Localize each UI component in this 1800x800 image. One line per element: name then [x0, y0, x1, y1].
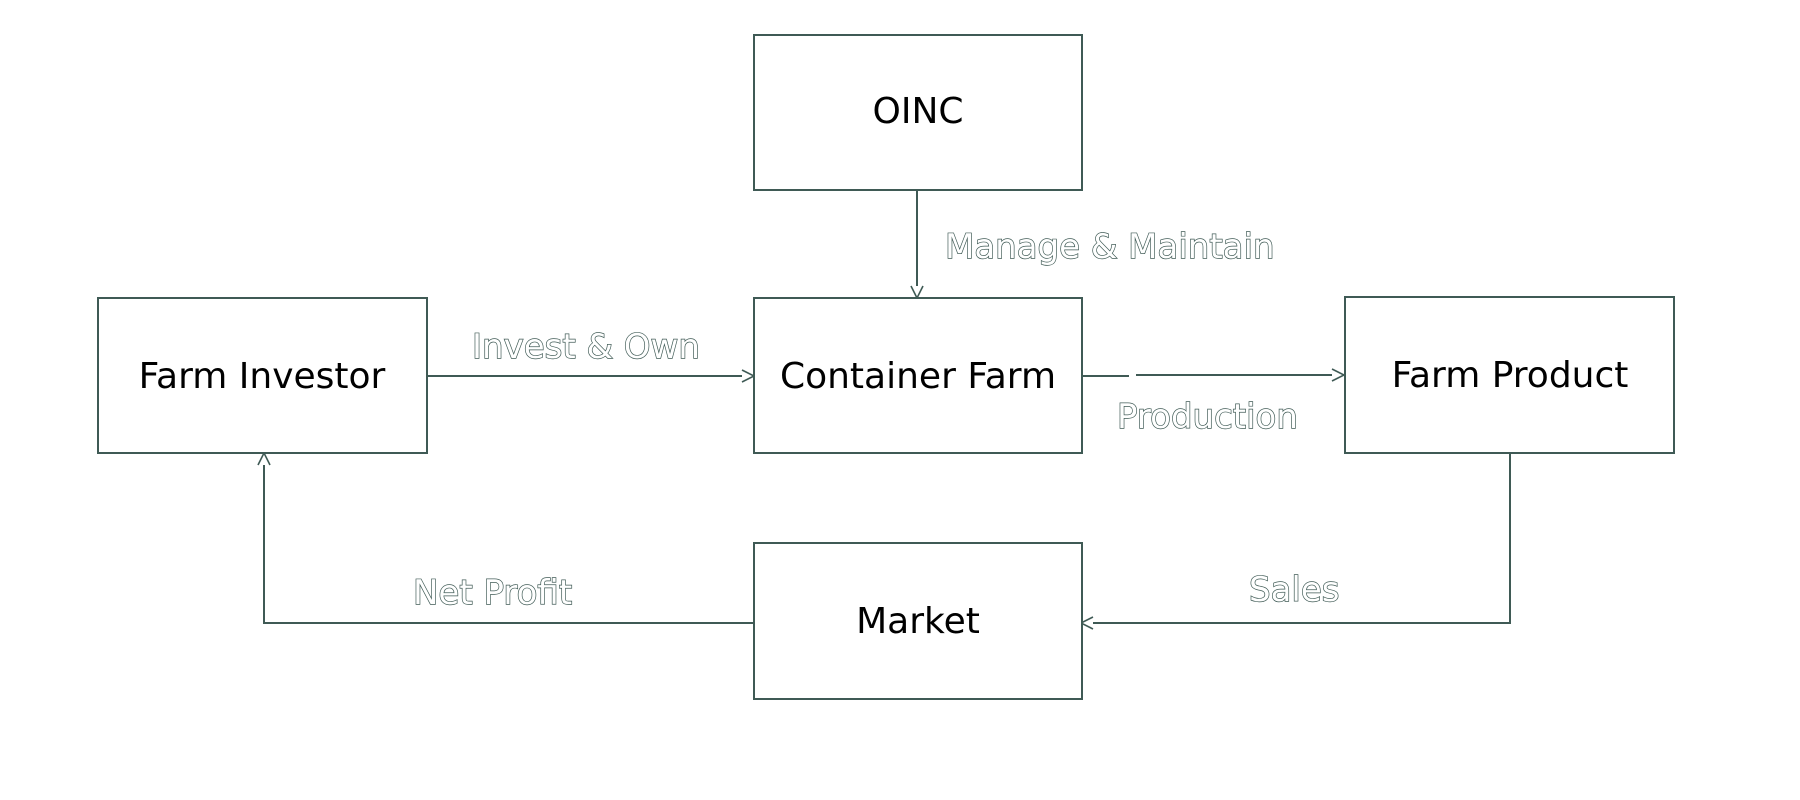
node-farm-investor: Farm Investor [97, 297, 428, 454]
edge-production: Production [1081, 375, 1344, 438]
node-container-farm-label: Container Farm [780, 356, 1056, 397]
edge-sales-line [1081, 453, 1511, 623]
edge-net-profit-line [264, 453, 754, 624]
node-oinc: OINC [753, 34, 1083, 191]
node-container-farm: Container Farm [753, 297, 1083, 454]
node-farm-product-label: Farm Product [1392, 355, 1629, 396]
edge-sales-label: Sales [1249, 570, 1340, 610]
node-farm-product: Farm Product [1344, 296, 1675, 454]
node-oinc-box [753, 34, 1083, 191]
edge-production-label: Production [1117, 397, 1298, 437]
edge-manage-maintain: Manage & Maintain [917, 188, 1275, 298]
node-market: Market [753, 542, 1083, 700]
edge-net-profit-label: Net Profit [413, 573, 572, 613]
edge-net-profit: Net Profit [264, 453, 754, 624]
edge-sales: Sales [1081, 453, 1511, 623]
node-farm-investor-box [97, 297, 428, 454]
node-container-farm-box [753, 297, 1083, 454]
node-market-label: Market [856, 601, 980, 642]
node-farm-investor-label: Farm Investor [139, 356, 386, 397]
node-market-box [753, 542, 1083, 700]
edge-manage-maintain-label: Manage & Maintain [945, 227, 1275, 267]
node-oinc-label: OINC [872, 91, 963, 132]
edge-invest-own: Invest & Own [427, 326, 754, 376]
node-farm-product-box [1344, 296, 1675, 454]
edge-invest-own-label: Invest & Own [472, 327, 700, 367]
